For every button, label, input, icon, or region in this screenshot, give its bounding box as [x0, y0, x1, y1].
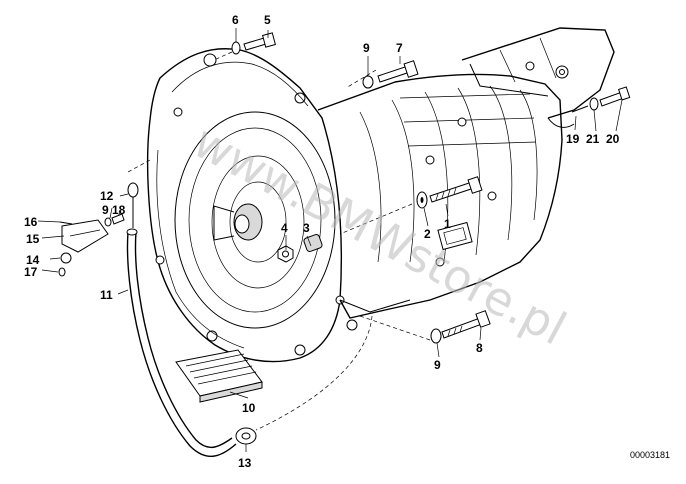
callout-6: 6	[232, 13, 239, 27]
oil-tube-part-11	[126, 228, 237, 457]
callout-8: 8	[476, 341, 483, 355]
bracket-part-15	[61, 219, 109, 253]
callout-9-left: 9	[102, 203, 109, 217]
clamp-part-14	[60, 252, 72, 264]
washer-part-9-left	[104, 217, 112, 227]
callout-4: 4	[281, 221, 288, 235]
washer-part-21	[589, 97, 599, 111]
washer-part-2	[416, 191, 428, 209]
bolt-part-1	[429, 176, 483, 203]
washer-part-9-upper	[362, 75, 374, 89]
bolt-part-8	[441, 310, 491, 339]
callout-5: 5	[264, 13, 271, 27]
bolt-part-5	[243, 32, 276, 51]
clip-part-16	[59, 221, 73, 225]
callout-7: 7	[396, 41, 403, 55]
callout-11: 11	[100, 288, 113, 302]
callout-19: 19	[566, 132, 580, 146]
washer-part-9-lower	[430, 328, 442, 344]
bracket-part-19	[571, 105, 589, 113]
callout-1: 1	[444, 217, 451, 231]
leader-lines	[37, 28, 623, 452]
callout-9-upper: 9	[363, 41, 370, 55]
callout-18: 18	[112, 203, 126, 217]
screw-part-17	[58, 267, 66, 277]
callout-17: 17	[24, 265, 38, 279]
callout-2: 2	[424, 227, 431, 241]
callout-21: 21	[586, 132, 600, 146]
seal-part-13	[235, 427, 257, 445]
callout-12: 12	[100, 189, 114, 203]
bolt-part-20	[599, 86, 631, 107]
callout-16: 16	[24, 215, 38, 229]
callout-15: 15	[26, 232, 40, 246]
callout-13: 13	[238, 456, 252, 470]
dipstick-part-12	[127, 182, 139, 228]
callout-20: 20	[606, 132, 620, 146]
filter-part-10	[175, 349, 263, 403]
washer-part-6	[231, 41, 241, 55]
document-number: 00003181	[630, 450, 670, 460]
callout-14: 14	[26, 253, 40, 267]
bolt-part-7	[377, 60, 419, 83]
nut-part-4	[277, 245, 294, 263]
callout-3: 3	[303, 221, 310, 235]
transmission-housing	[146, 27, 615, 363]
callout-10: 10	[242, 401, 256, 415]
callout-labels: 1 2 3 4 5 6 7 8 9 9 9 10 11 12 13 14 15 …	[24, 13, 620, 470]
callout-9-lower: 9	[434, 358, 441, 372]
